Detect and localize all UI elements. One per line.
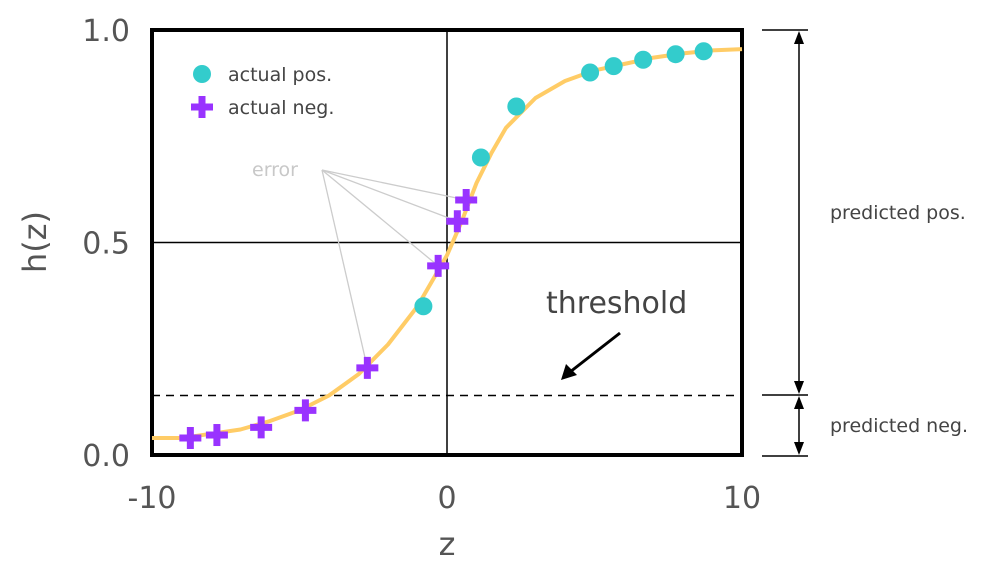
neg-point-4 [356,356,379,379]
legend-pos-label: actual pos. [228,64,332,86]
error-pointer-3 [321,169,368,369]
neg-point-1 [205,424,228,447]
threshold-label: threshold [546,286,687,321]
pos-point-4 [604,57,623,76]
pos-point-1 [471,148,490,167]
pos-point-2 [507,97,526,116]
neg-point-2 [250,416,273,439]
error-pointer-0 [321,169,467,201]
threshold-arrow [561,331,621,380]
pos-point-7 [694,42,713,61]
y-tick-label: 0.0 [82,439,130,474]
x-tick-label: 10 [723,481,761,516]
y-tick-label: 0.5 [82,227,130,262]
neg-point-0 [179,427,202,449]
legend-neg-plus [191,96,213,118]
error-pointer-2 [321,169,439,267]
neg-point-3 [294,399,317,422]
bracket-arrowheads [794,31,804,455]
predicted-neg-label: predicted neg. [830,415,968,437]
tick-labels: -10 0 10 0.0 0.5 1.0 [82,14,761,516]
x-tick-label: 0 [437,481,456,516]
neg-point-5 [427,254,450,277]
pos-point-6 [666,45,685,64]
predicted-brackets [762,29,808,457]
data-points [179,42,713,449]
pos-point-3 [581,63,600,82]
pos-point-0 [414,297,433,316]
error-pointer-1 [321,169,458,222]
y-tick-label: 1.0 [82,14,130,49]
predicted-pos-label: predicted pos. [830,202,966,224]
pos-point-5 [634,50,653,69]
error-pointers [321,169,467,369]
error-label: error [252,159,298,181]
legend-neg-label: actual neg. [228,97,334,119]
legend-neg-marker [191,96,213,118]
neg-point-6 [446,210,469,233]
curve-line [152,47,743,440]
legend: actual pos. actual neg. [191,64,334,119]
y-axis-label: h(z) [16,211,54,273]
center-lines [152,30,742,455]
neg-point-7 [455,189,478,211]
sigmoid-curve [152,47,743,440]
x-tick-label: -10 [128,481,177,516]
legend-pos-marker [193,65,211,83]
x-axis-label: z [439,525,456,563]
